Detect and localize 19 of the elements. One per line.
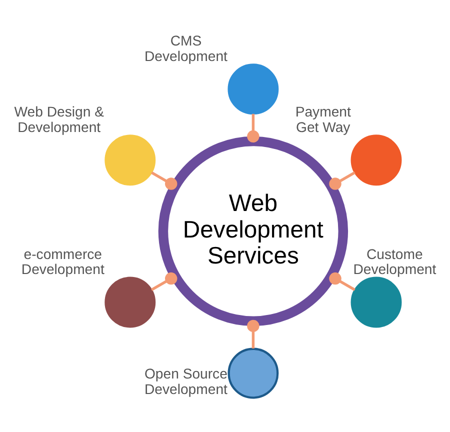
node-circle xyxy=(350,134,402,186)
node-circle xyxy=(104,134,156,186)
connector xyxy=(329,272,356,291)
node-label: Web Design & Development xyxy=(14,104,104,135)
node-circle xyxy=(228,64,279,115)
connector xyxy=(150,171,178,190)
node-label: Custome Development xyxy=(353,246,436,277)
node-circle: Web Development Services xyxy=(158,136,348,326)
node-label: Open Source Development xyxy=(144,366,228,397)
node-circle xyxy=(104,276,156,328)
node-label: Payment Get Way xyxy=(295,104,351,135)
node-circle xyxy=(350,276,402,328)
node-circle xyxy=(228,348,279,399)
connector xyxy=(247,114,260,143)
connector xyxy=(247,320,260,348)
node-label: CMS Development xyxy=(144,32,228,64)
connector xyxy=(329,171,356,190)
node-label: e-commerce Development xyxy=(21,246,104,277)
connector xyxy=(150,272,178,291)
